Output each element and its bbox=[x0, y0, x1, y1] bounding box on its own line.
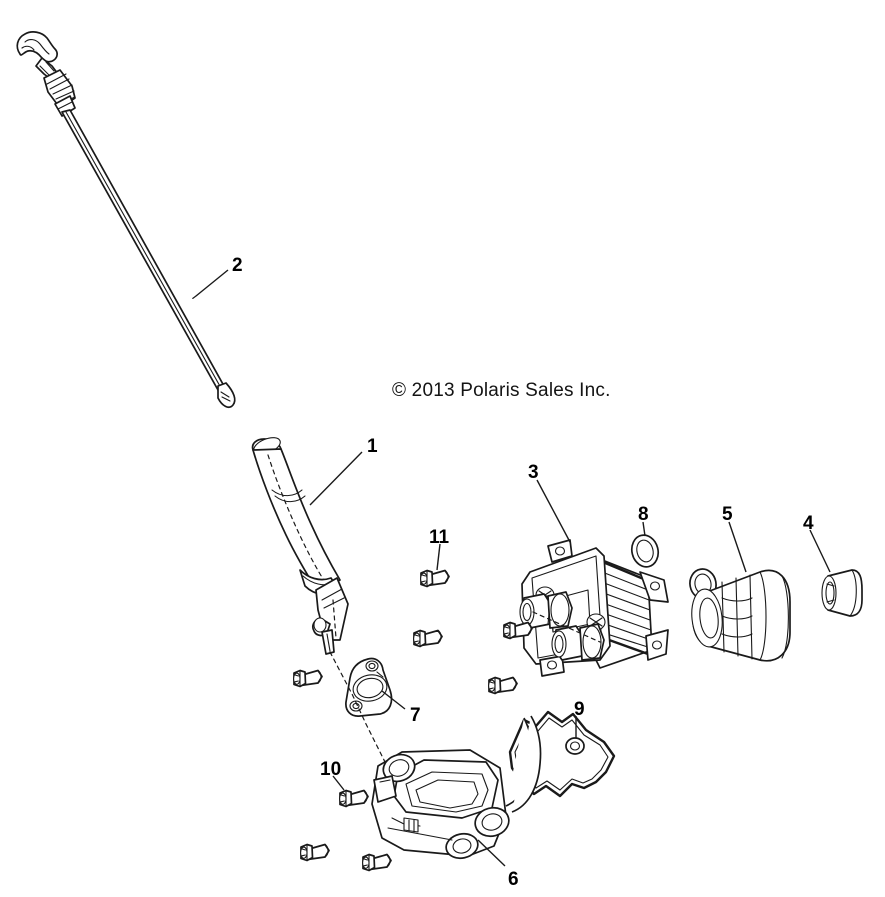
callout-7: 7 bbox=[410, 705, 421, 726]
callout-11: 11 bbox=[429, 527, 450, 548]
callout-10: 10 bbox=[320, 759, 342, 780]
part-oil-fill-tube bbox=[251, 437, 349, 655]
callout-8: 8 bbox=[638, 504, 649, 525]
callout-2: 2 bbox=[232, 255, 243, 276]
part-oil-pump-cover bbox=[371, 715, 542, 860]
callout-1: 1 bbox=[367, 436, 378, 457]
part-tube-flange bbox=[345, 657, 393, 717]
callout-9: 9 bbox=[574, 699, 585, 720]
leader-dash-2 bbox=[191, 295, 197, 300]
leader-line-10 bbox=[332, 775, 345, 791]
part-dipstick bbox=[16, 31, 236, 408]
part-o-ring bbox=[630, 534, 660, 568]
part-oil-cooler bbox=[519, 539, 669, 677]
leader-line-3 bbox=[536, 479, 571, 543]
leader-line-1 bbox=[309, 451, 363, 506]
leader-line-5 bbox=[728, 521, 747, 573]
bolt-cooler-upper bbox=[419, 569, 450, 588]
leader-line-4 bbox=[809, 529, 831, 573]
bolt-flange-left bbox=[292, 669, 323, 688]
callout-5: 5 bbox=[722, 504, 733, 525]
part-oil-filter bbox=[689, 568, 791, 662]
callout-3: 3 bbox=[528, 462, 539, 483]
assembly-axis-dashes bbox=[329, 651, 386, 763]
leader-line-2 bbox=[195, 269, 229, 297]
leader-line-11 bbox=[436, 543, 441, 571]
copyright-notice: © 2013 Polaris Sales Inc. bbox=[392, 380, 611, 401]
callout-6: 6 bbox=[508, 869, 519, 890]
leader-line-8 bbox=[642, 521, 646, 537]
bolt-pump-cover-lower-left bbox=[299, 843, 330, 862]
callout-4: 4 bbox=[803, 513, 814, 534]
bolt-cooler-lower bbox=[412, 629, 443, 648]
bolt-pump-cover-upper bbox=[338, 789, 369, 808]
leader-line-6 bbox=[477, 839, 506, 867]
bolt-flange-right bbox=[487, 676, 518, 695]
part-filter-nipple bbox=[821, 569, 863, 617]
leader-line-7 bbox=[381, 690, 406, 710]
bolt-pump-cover-lower-right bbox=[361, 853, 392, 872]
